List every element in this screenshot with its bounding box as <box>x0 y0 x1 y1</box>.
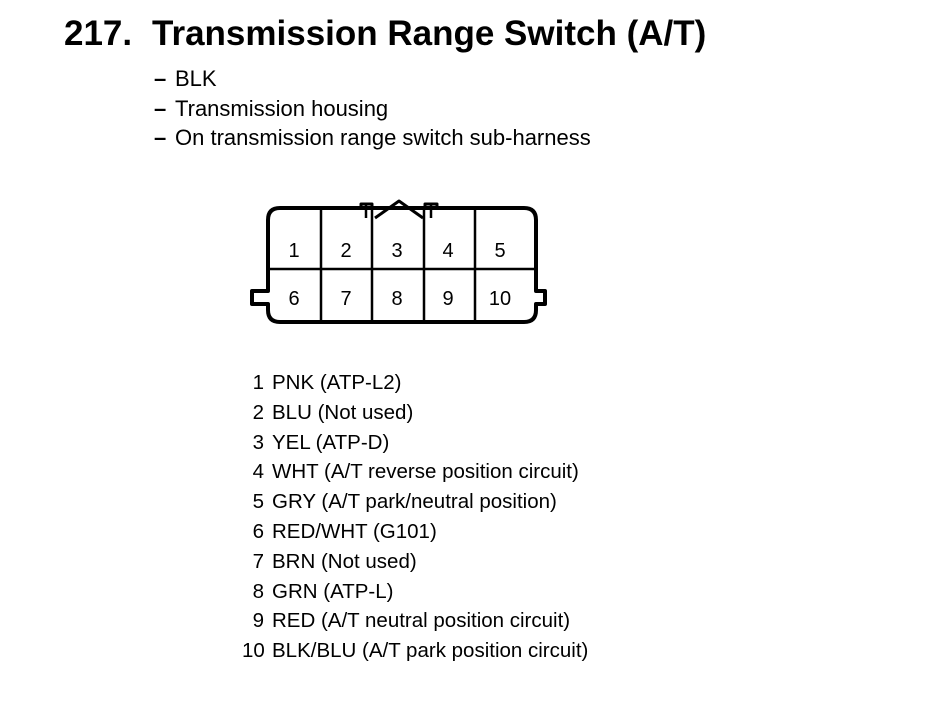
pin-number: 7 <box>252 549 264 573</box>
pin-description: YEL (ATP-D) <box>272 430 390 454</box>
pin-row: 7 BRN (Not used) <box>242 547 588 577</box>
pin-number: 10 <box>242 639 265 663</box>
pin-label: 3 <box>391 240 402 262</box>
info-wire-color: –BLK <box>154 64 591 94</box>
pin-label: 10 <box>489 288 511 310</box>
dash-mark: – <box>154 66 167 91</box>
info-harness: –On transmission range switch sub-harnes… <box>154 123 591 153</box>
pin-number: 2 <box>252 400 264 424</box>
pin-row: 8 GRN (ATP-L) <box>242 577 588 607</box>
section-title: Transmission Range Switch (A/T) <box>152 14 707 53</box>
pin-label: 4 <box>442 240 453 262</box>
pin-label: 7 <box>340 288 351 310</box>
pin-label: 9 <box>442 288 453 310</box>
pin-number: 5 <box>252 490 264 514</box>
pin-description: RED (A/T neutral position circuit) <box>272 609 571 633</box>
pin-row: 2 BLU (Not used) <box>242 398 588 428</box>
pin-number: 6 <box>252 519 264 543</box>
dash-mark: – <box>154 125 167 150</box>
pin-row: 1 PNK (ATP-L2) <box>242 368 588 398</box>
pin-description: WHT (A/T reverse position circuit) <box>272 460 579 484</box>
pin-number: 4 <box>252 460 264 484</box>
pin-row: 10 BLK/BLU (A/T park position circuit) <box>242 636 588 666</box>
pin-row: 4 WHT (A/T reverse position circuit) <box>242 457 588 487</box>
pin-grid <box>268 208 536 322</box>
connector-info: –BLK –Transmission housing –On transmiss… <box>154 64 591 153</box>
pin-number: 3 <box>252 430 264 454</box>
pin-description: GRY (A/T park/neutral position) <box>272 490 557 514</box>
dash-mark: – <box>154 95 167 121</box>
pin-description: BLK/BLU (A/T park position circuit) <box>272 639 589 663</box>
pin-list: 1 PNK (ATP-L2) 2 BLU (Not used) 3 YEL (ATP-… <box>242 368 588 666</box>
section-number: 217. <box>64 14 133 53</box>
pin-row: 9 RED (A/T neutral position circuit) <box>242 606 588 636</box>
pin-row: 6 RED/WHT (G101) <box>242 517 588 547</box>
pin-row: 3 YEL (ATP-D) <box>242 428 588 458</box>
latch-icon <box>359 199 439 220</box>
pin-label: 2 <box>340 240 351 262</box>
pin-description: BRN (Not used) <box>272 549 417 573</box>
connector-housing <box>250 206 547 324</box>
pin-label: 5 <box>494 240 505 262</box>
pin-label: 8 <box>391 288 402 310</box>
info-location: –Transmission housing <box>154 94 591 124</box>
pin-description: PNK (ATP-L2) <box>272 371 402 394</box>
page-title: 217. Transmission Range Switch (A/T) <box>64 14 706 54</box>
pin-number: 9 <box>252 609 264 633</box>
pin-description: GRN (ATP-L) <box>272 579 394 603</box>
pin-description: RED/WHT (G101) <box>272 519 437 543</box>
pin-description: BLU (Not used) <box>272 400 414 424</box>
pin-label: 6 <box>288 288 299 310</box>
connector-diagram: 1 2 3 4 5 6 7 8 9 10 <box>250 199 547 324</box>
pin-number: 8 <box>252 579 264 603</box>
pin-label: 1 <box>288 240 299 262</box>
pin-row: 5 GRY (A/T park/neutral position) <box>242 487 588 517</box>
pin-number: 1 <box>252 371 264 394</box>
